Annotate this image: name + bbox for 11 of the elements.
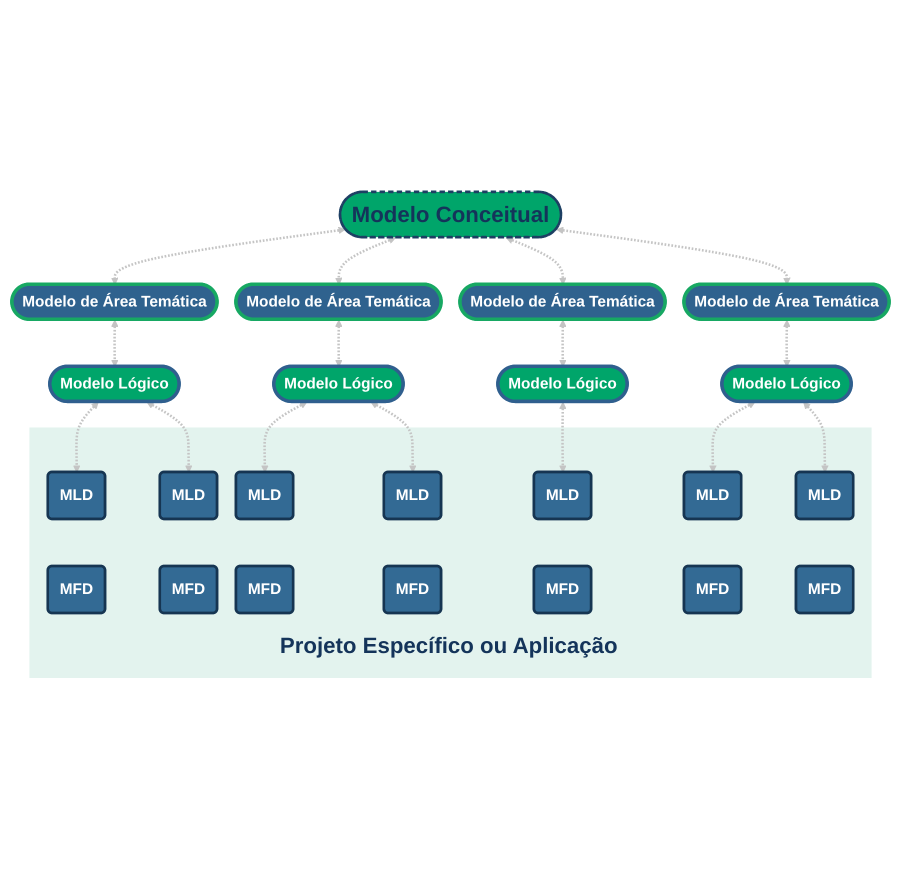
arrow [72,402,99,473]
arrow [111,320,119,368]
arrow [261,402,308,473]
arrow [335,320,343,368]
arrow [803,402,829,473]
arrow [783,320,791,368]
arrow [709,402,756,473]
arrow [559,320,567,368]
arrow [146,402,192,473]
arrow [559,402,567,473]
arrow [370,402,416,473]
